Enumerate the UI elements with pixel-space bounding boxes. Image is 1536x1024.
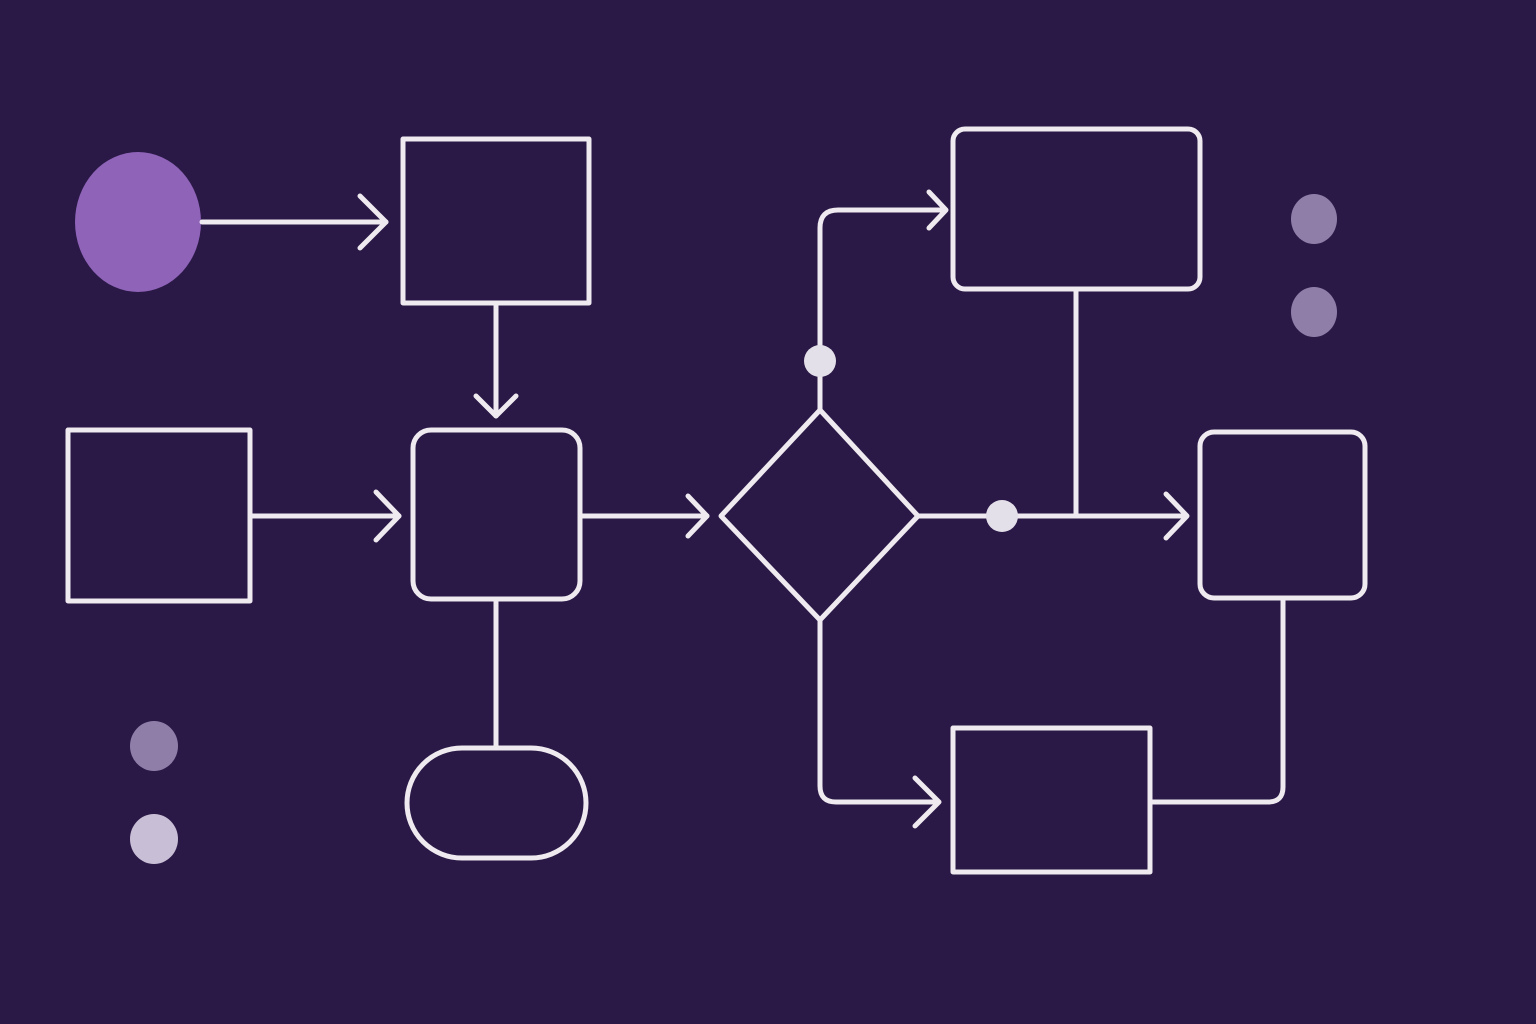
arrowhead-icon [473,393,519,419]
process-top-node [400,136,592,306]
arrowhead-icon [685,493,710,539]
decorative-dot [1291,287,1337,337]
decorative-dot [130,814,178,864]
input-left-node [65,427,253,604]
process-center-node [410,427,583,602]
arrowhead-icon [926,189,949,231]
edge-decision-to-upper-right [817,207,948,413]
edge-decision-to-lower-right [817,617,941,805]
junction-dot [804,345,836,377]
decorative-dot [130,721,178,771]
arrowhead-icon [912,775,942,829]
process-lower-right-node [950,725,1153,875]
arrowhead-icon [357,193,389,251]
junction-dot [986,500,1018,532]
start-node [75,152,201,292]
decision-node [718,407,921,623]
process-upper-right-node [950,126,1203,292]
terminator-node [404,745,589,861]
process-right-node [1197,429,1368,601]
arrowhead-icon [1163,491,1190,541]
decorative-dot [1291,194,1337,244]
arrowhead-icon [373,489,402,543]
edge-lower-right-to-right [1147,595,1286,805]
